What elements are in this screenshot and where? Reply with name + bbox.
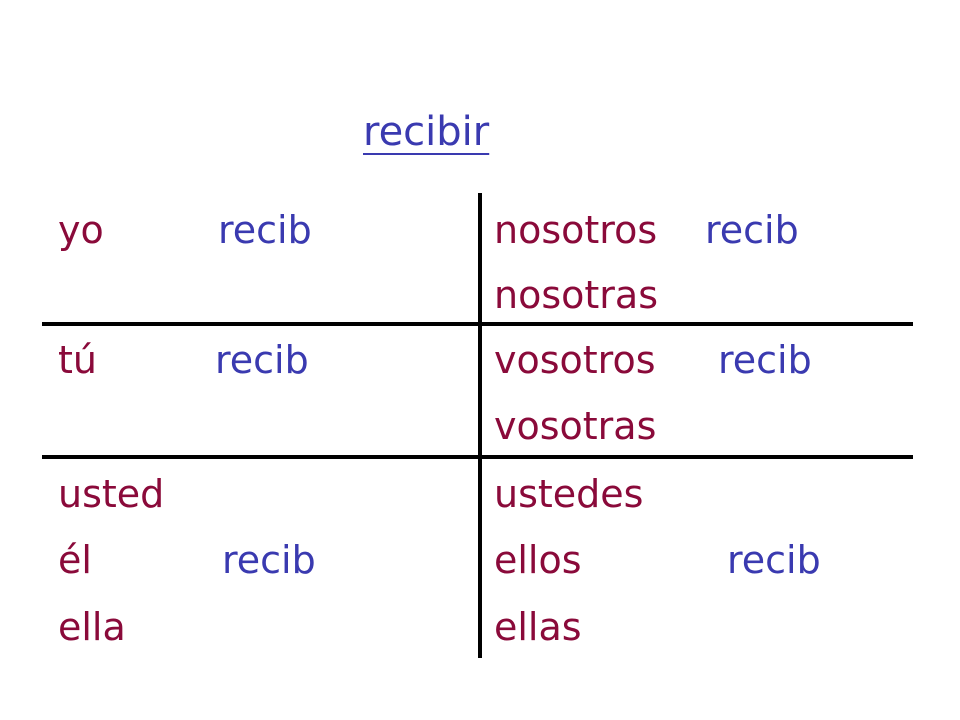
stem-vosotros: recib — [718, 338, 812, 382]
table-vertical-divider — [478, 193, 482, 658]
pronoun-ellas: ellas — [494, 605, 582, 649]
pronoun-nosotras: nosotras — [494, 273, 658, 317]
pronoun-usted: usted — [58, 472, 165, 516]
pronoun-vosotros: vosotros — [494, 338, 656, 382]
stem-el: recib — [222, 538, 316, 582]
stem-yo: recib — [218, 208, 312, 252]
table-horizontal-divider-1 — [42, 322, 913, 326]
pronoun-yo: yo — [58, 208, 104, 252]
pronoun-nosotros: nosotros — [494, 208, 658, 252]
pronoun-tu: tú — [58, 338, 97, 382]
table-horizontal-divider-2 — [42, 455, 913, 459]
pronoun-ellos: ellos — [494, 538, 582, 582]
pronoun-vosotras: vosotras — [494, 404, 657, 448]
pronoun-el: él — [58, 538, 92, 582]
stem-tu: recib — [215, 338, 309, 382]
stem-ellos: recib — [727, 538, 821, 582]
pronoun-ella: ella — [58, 605, 126, 649]
pronoun-ustedes: ustedes — [494, 472, 644, 516]
page-title: recibir — [363, 109, 490, 155]
stem-nosotros: recib — [705, 208, 799, 252]
